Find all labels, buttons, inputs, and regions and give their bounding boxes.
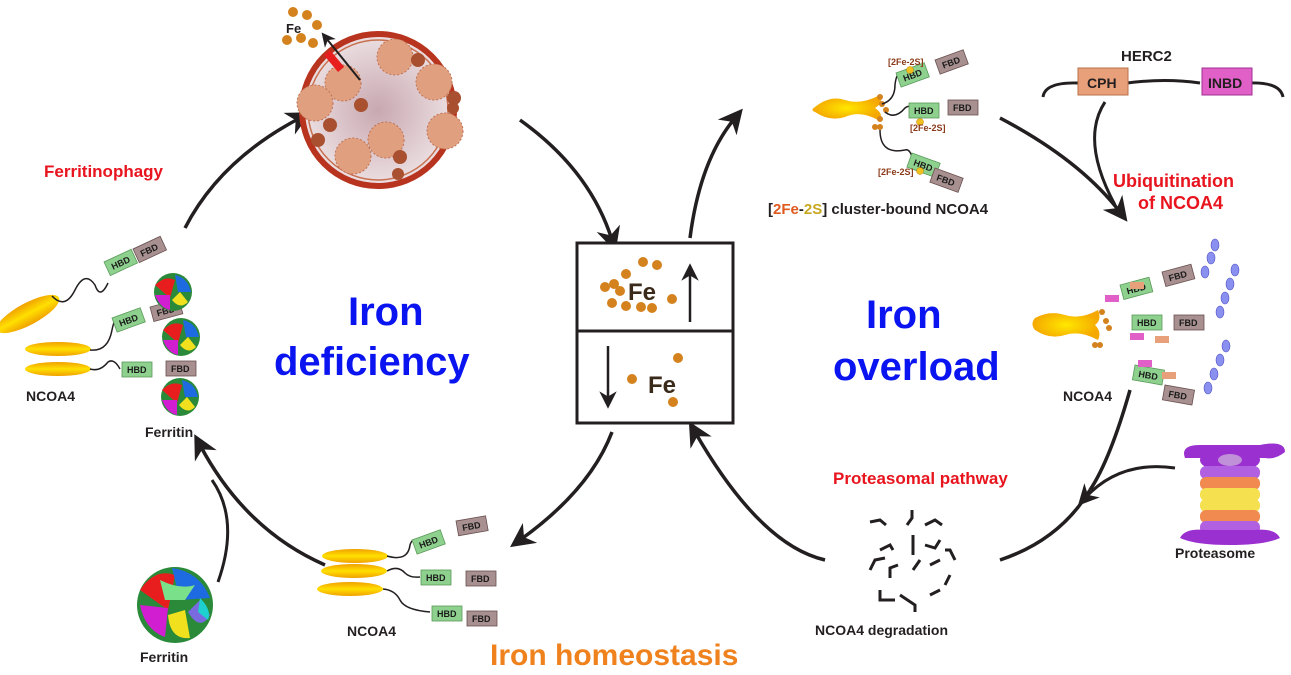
proteasome-label: Proteasome bbox=[1175, 545, 1255, 561]
svg-text:HBD: HBD bbox=[914, 106, 934, 116]
lysosome: Fe bbox=[282, 7, 464, 189]
ncoa4-degradation-label: NCOA4 degradation bbox=[815, 622, 948, 638]
proteasome-icon: Proteasome bbox=[1175, 443, 1285, 561]
arrow-cluster-to-ubiquitination bbox=[999, 116, 1128, 222]
ferritin-icon bbox=[162, 318, 200, 356]
ubiquitin-chain bbox=[1200, 238, 1240, 395]
iron-homeostasis-label: Iron homeostasis bbox=[490, 639, 738, 672]
iron-overload-line2: overload bbox=[833, 345, 1000, 389]
cluster-bound-ncoa4: HBD FBD HBD FBD HBD FBD [2Fe-2S] [2Fe-2S… bbox=[768, 49, 989, 218]
ubiquitinated-ncoa4: HBD FBD HBD FBD HBD FBD NCOA4 bbox=[1032, 238, 1240, 406]
arrow-ferritin-input bbox=[210, 479, 230, 583]
svg-text:HBD: HBD bbox=[437, 609, 457, 619]
ferritin-label-left: Ferritin bbox=[145, 424, 193, 440]
ferritin-icon bbox=[154, 273, 192, 311]
cluster-small-label: [2Fe-2S] bbox=[878, 167, 914, 177]
center-iron-box: Fe Fe bbox=[575, 241, 735, 425]
arrow-degradation-to-center bbox=[688, 421, 826, 562]
ncoa4-ferritin-complex: HBD FBD HBD FBD HBD FBD NCOA4 Ferriti bbox=[0, 235, 200, 440]
proteasomal-pathway-label: Proteasomal pathway bbox=[833, 469, 1008, 488]
arrow-lysosome-to-center bbox=[518, 118, 621, 252]
ncoa4-fragments bbox=[868, 510, 957, 612]
svg-text:HBD: HBD bbox=[127, 365, 147, 375]
arrow-proteasomal-to-degradation bbox=[999, 489, 1092, 562]
left-cycle bbox=[183, 112, 621, 583]
iron-export-arrow bbox=[321, 32, 361, 81]
svg-text:FBD: FBD bbox=[171, 364, 190, 374]
ferritin-icon bbox=[161, 378, 199, 416]
arrow-ferritinophagy bbox=[183, 112, 311, 229]
svg-text:FBD: FBD bbox=[1168, 269, 1189, 284]
ferritin-free: Ferritin bbox=[137, 567, 213, 665]
ferritin-label-bottom: Ferritin bbox=[140, 649, 188, 665]
fe-low-label: Fe bbox=[648, 372, 676, 399]
ncoa4-label-right: NCOA4 bbox=[1063, 388, 1112, 404]
inbd-domain bbox=[1201, 67, 1253, 96]
ubiquitination-label-line1: Ubiquitination bbox=[1113, 171, 1234, 191]
ubiquitination-label-line2: of NCOA4 bbox=[1138, 193, 1223, 213]
fe-high-label: Fe bbox=[628, 279, 656, 306]
released-iron-dots bbox=[282, 7, 322, 48]
iron-deficiency-line2: deficiency bbox=[274, 340, 470, 384]
iron-deficiency-line1: Iron bbox=[348, 290, 424, 334]
svg-text:CPH: CPH bbox=[1087, 75, 1117, 91]
svg-text:FBD: FBD bbox=[953, 103, 972, 113]
svg-text:FBD: FBD bbox=[471, 574, 490, 584]
arrow-ubiquitination-to-proteasomal bbox=[1088, 389, 1132, 491]
arrow-homeostasis-to-left bbox=[194, 434, 326, 567]
arrow-center-to-cluster bbox=[688, 108, 743, 239]
svg-text:HBD: HBD bbox=[1137, 318, 1157, 328]
svg-text:FBD: FBD bbox=[472, 614, 491, 624]
right-cycle bbox=[688, 101, 1176, 562]
ncoa4-label-bottom: NCOA4 bbox=[347, 623, 396, 639]
high-iron-dots bbox=[600, 257, 677, 313]
svg-text:INBD: INBD bbox=[1208, 75, 1242, 91]
arrow-center-to-homeostasis bbox=[510, 431, 614, 548]
svg-text:FBD: FBD bbox=[1179, 318, 1198, 328]
arrow-proteasome-input bbox=[1077, 465, 1176, 506]
cph-domain bbox=[1077, 67, 1129, 96]
low-iron-dots bbox=[627, 353, 683, 407]
cluster-small-label: [2Fe-2S] bbox=[910, 123, 946, 133]
svg-text:FBD: FBD bbox=[1168, 389, 1188, 402]
herc2: HERC2 CPH INBD bbox=[1041, 48, 1285, 98]
iron-overload-line1: Iron bbox=[866, 293, 942, 337]
arrow-herc2-input bbox=[1093, 101, 1117, 206]
svg-text:HBD: HBD bbox=[1138, 369, 1159, 382]
herc2-label: HERC2 bbox=[1121, 48, 1172, 65]
ncoa4-homeostasis: HBD FBD HBD FBD HBD FBD NCOA4 bbox=[317, 515, 498, 639]
cluster-small-label: [2Fe-2S] bbox=[888, 57, 924, 67]
cluster-bound-ncoa4-caption: [2Fe-2S] cluster-bound NCOA4 bbox=[768, 201, 989, 218]
fe-released-label: Fe bbox=[286, 21, 301, 36]
svg-text:HBD: HBD bbox=[426, 573, 446, 583]
ncoa4-label-left: NCOA4 bbox=[26, 388, 75, 404]
ferritinophagy-label: Ferritinophagy bbox=[44, 162, 164, 181]
svg-text:FBD: FBD bbox=[461, 520, 481, 533]
